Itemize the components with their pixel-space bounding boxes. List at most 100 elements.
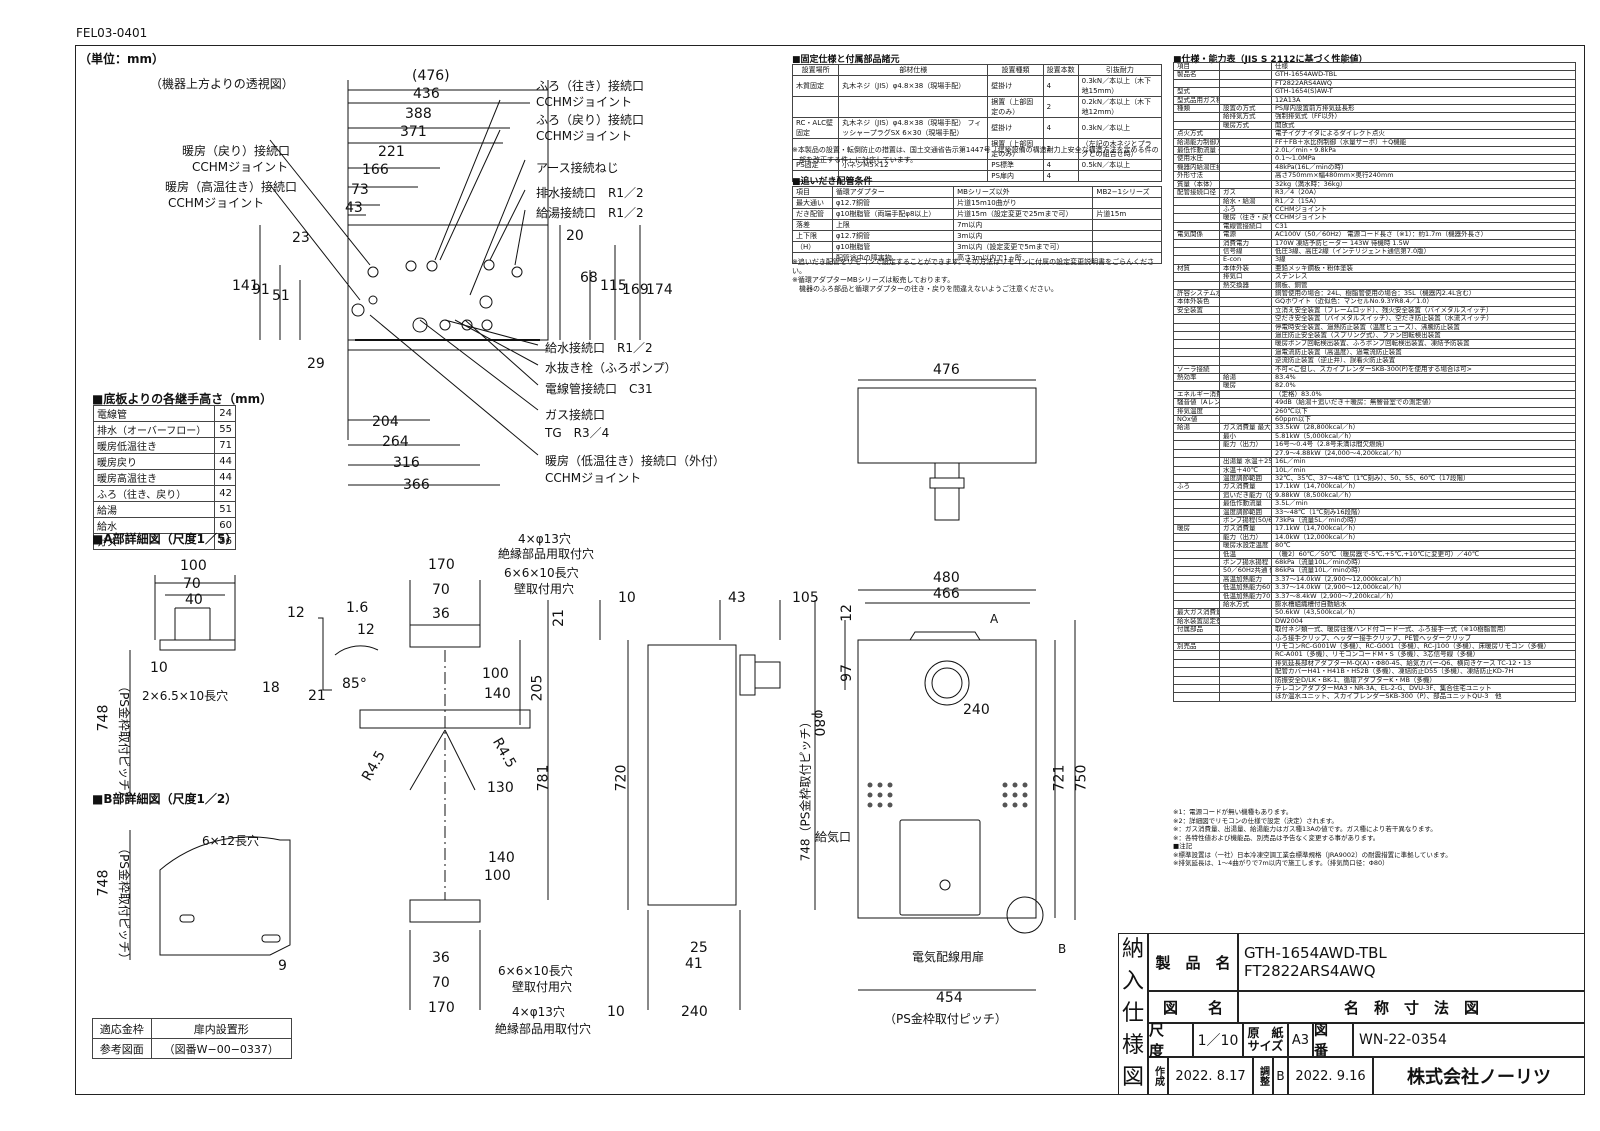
spec-cell (1173, 120, 1220, 131)
spec-cell (1219, 389, 1272, 400)
spec-cell: 17.1kW（14,700kcal／h） (1271, 524, 1576, 534)
spec-cell (1173, 440, 1220, 450)
spec-cell: 3.37〜14.0kW（2,900〜12,000kcal／h） (1271, 583, 1576, 593)
spec-cell: 設置の方式 (1219, 104, 1272, 114)
spec-cell (1173, 591, 1220, 602)
spec-row: 排気口ステンレス (1173, 272, 1576, 282)
detail-a-70: 70 (183, 576, 201, 592)
spec-cell: 83.4% (1271, 373, 1576, 383)
spec-cell (1173, 330, 1220, 341)
spec-cell: 給湯能力制御方式 (1173, 137, 1220, 148)
title-block: 納入仕様図 製 品 名 GTH-1654AWD-TBL FT2822ARS4AW… (1118, 933, 1585, 1095)
fix-cell (791, 96, 840, 118)
spec-cell (1173, 473, 1220, 484)
dim-29: 29 (307, 356, 325, 372)
dim-51: 51 (272, 288, 290, 304)
spec-cell (1219, 314, 1272, 324)
spec-cell (1173, 255, 1220, 265)
spec-cell (1219, 322, 1272, 333)
product-name-1: GTH-1654AWD-TBL (1244, 944, 1387, 962)
company-name: 株式会社ノーリツ (1373, 1057, 1585, 1095)
br-170b: 170 (428, 1000, 455, 1016)
fix-header: 設置種類 (987, 64, 1044, 76)
spec-cell: 付属部品 (1173, 625, 1220, 635)
spec-cell (1173, 213, 1220, 223)
fix-cell: 壁掛け (987, 75, 1044, 97)
spec-cell (1173, 356, 1220, 366)
spec-cell: 3.5L／min (1271, 499, 1576, 509)
detail-a-pitch: （PS金枠取付ピッチ） (116, 680, 131, 803)
fix-cell: 0.3kN／本以上 (1077, 117, 1163, 139)
spec-row: 給湯能力制御方式FF＋FB＋水比例制御（水量サーボ）＋Q機能 (1173, 137, 1576, 148)
pipe-note: 機器のふろ部品と循環アダプターの往き・戻りを間違えないようご注意ください。 (792, 285, 1058, 293)
dim-174: 174 (646, 282, 673, 298)
fv-b: B (1058, 942, 1067, 956)
conn-furo-out-joint: CCHMジョイント (536, 95, 633, 109)
detail-a-100: 100 (180, 558, 207, 574)
check-date: 2022. 9.16 (1288, 1057, 1373, 1095)
spec-cell: 低温加熱能力60℃ (1219, 583, 1272, 593)
detail-b-9: 9 (278, 958, 287, 974)
spec-cell (1173, 549, 1220, 559)
spec-cell (1219, 70, 1272, 80)
spec-cell: 9.88kW（8,500kcal／h） (1271, 490, 1576, 501)
spec-cell: 50／60Hz共通 低温 (1219, 566, 1272, 576)
fix-cell: 丸木ネジ（JIS）φ4.8×38（現場手配） (838, 75, 989, 97)
height-cell: 71 (214, 437, 236, 454)
product-label: 製 品 名 (1148, 933, 1238, 991)
spec-cell: 0.1〜1.0MPa (1271, 154, 1576, 164)
spec-cell (1173, 675, 1220, 686)
spec-cell (1173, 78, 1220, 89)
spec-row: 材質本体外装亜鉛メッキ鋼板・粉体塗装 (1173, 263, 1576, 274)
fix-cell: RC・ALC壁固定 (791, 117, 840, 139)
spec-cell (1173, 347, 1220, 358)
spec-cell: （暖2）60℃／50℃（暖房器で-5℃,+5℃,+10℃に変更可）／40℃ (1271, 549, 1576, 559)
spec-cell: 銅管使用の場合：24L、樹脂管使用の場合：35L（機器内2.4L含む） (1271, 288, 1576, 299)
pipe-cell: 循環アダプター (831, 186, 955, 198)
spec-cell: 16号〜0.4号（2.8号未満は間欠燃焼） (1271, 440, 1576, 450)
dim-169: 169 (622, 282, 649, 298)
spec-row: 27.9〜4.88kW（24,000〜4,200kcal／h） (1173, 448, 1576, 459)
spec-cell: FT2822ARS4AWQ (1271, 78, 1576, 89)
spec-row: 能力（出力）14.0kW（12,000kcal／h） (1173, 532, 1576, 543)
ref-box-r2c2: （図番W−00−0337） (150, 1038, 293, 1059)
conn-drain-plug: 水抜き栓（ふろポンプ） (545, 361, 677, 375)
pipe-cell (1092, 230, 1162, 242)
fix-spec-table: 設置場所部材仕様設置種類設置本数引抜耐力 木質固定丸木ネジ（JIS）φ4.8×3… (791, 64, 1163, 182)
spec-cell: 14.0kW（12,000kcal／h） (1271, 532, 1576, 543)
ref-box-r2c1: 参考図面 (92, 1038, 152, 1059)
spec-cell: 60ppm以下 (1271, 415, 1576, 425)
pipe-cell: 片道15m（設定変更で25mまで可） (953, 208, 1094, 220)
spec-cell: PS扉内設置前方排気延長形 (1271, 104, 1576, 114)
spec-cell (1173, 507, 1220, 517)
spec-note: ※標準設置は（一社）日本冷凍空調工業会標準規格（JRA9002）の耐震措置に準拠… (1173, 850, 1452, 859)
spec-cell: 逆流防止装置（逆止弁）、誤着火防止装置 (1271, 356, 1576, 366)
spec-cell: 銅板、銅管 (1271, 280, 1576, 290)
spec-cell: 温度調節範囲 (1219, 473, 1272, 484)
fv-480: 480 (933, 570, 960, 586)
dim-20: 20 (566, 228, 584, 244)
detail-b-title: ■B部詳細図（尺度1／2） (92, 792, 238, 806)
pipe-cell: 最大通い (792, 197, 833, 209)
pipe-cell (1092, 252, 1162, 264)
spec-cell (1173, 196, 1220, 206)
spec-cell (1219, 339, 1272, 349)
pipe-cell: 上下限 (792, 230, 833, 242)
spec-cell: 最大ガス消費量（同時使用時） (1173, 608, 1220, 618)
conn-heat-low: 暖房（低温往き）接続口（外付） (545, 454, 726, 468)
spec-cell: 使用水圧 (1173, 154, 1220, 164)
spec-row: テレコンアダプターMA3・NR-3A、EL-2-G、DVU-3F、集合住宅ユニッ… (1173, 684, 1576, 694)
height-cell: 51 (214, 501, 236, 518)
